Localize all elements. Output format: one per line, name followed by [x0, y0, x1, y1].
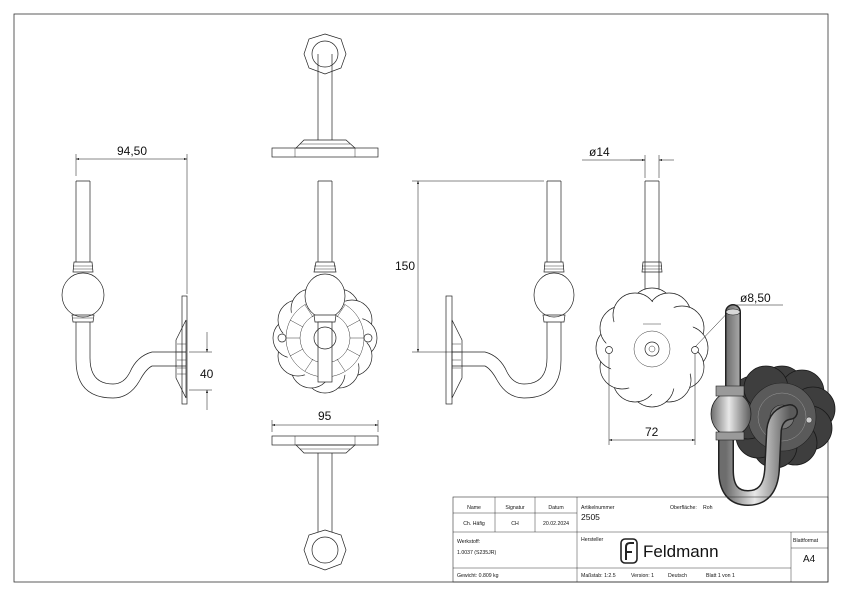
werkstoff-value: 1.0037 (S235JR)	[457, 550, 496, 556]
back-view	[595, 180, 709, 408]
dim-plate-width-label: 95	[318, 409, 332, 423]
hersteller-label: Hersteller	[581, 537, 603, 543]
logo-text: Feldmann	[643, 542, 719, 561]
sprache: Deutsch	[668, 573, 687, 579]
oberflaeche-value: Roh	[703, 505, 713, 511]
version: Version: 1	[631, 573, 654, 579]
col-datum: Datum	[548, 505, 563, 511]
artikelnummer-value: 2505	[581, 512, 600, 522]
oberflaeche-label: Oberfläche:	[670, 505, 697, 511]
title-block	[452, 496, 829, 583]
side-view-left	[61, 180, 188, 405]
dim-plate-width: 95	[271, 409, 379, 432]
rosette-back	[595, 287, 709, 408]
dim-hole-diameter-label: ø8,50	[740, 291, 771, 305]
sheet-border	[13, 13, 829, 583]
werkstoff-label: Werkstoff:	[457, 539, 480, 545]
blattformat-value: A4	[803, 554, 816, 565]
dim-height: 150	[395, 180, 544, 353]
col-signatur: Signatur	[505, 505, 525, 511]
gewicht: Gewicht: 0.809 kg	[457, 573, 499, 579]
signatur-value: CH	[511, 521, 519, 527]
artikelnummer-label: Artikelnummer	[581, 505, 615, 511]
side-view-right	[445, 180, 575, 405]
top-view	[271, 33, 379, 158]
dim-plate-height: 40	[189, 332, 214, 410]
col-name: Name	[467, 505, 481, 511]
bottom-view	[271, 435, 379, 571]
datum-value: 20.02.2024	[543, 521, 569, 527]
dim-width-top-label: 94,50	[117, 144, 147, 158]
front-view	[272, 180, 378, 394]
dim-height-label: 150	[395, 259, 415, 273]
massstab: Maßstab: 1:2.5	[581, 573, 616, 579]
blattformat-label: Blattformat	[793, 538, 819, 544]
dim-plate-width-front: 72	[608, 354, 696, 445]
dim-rod-diameter-label: ø14	[589, 145, 610, 159]
name-value: Ch. Häfig	[463, 521, 485, 527]
dim-width-top: 94,50	[75, 144, 188, 294]
blatt: Blatt 1 von 1	[706, 573, 735, 579]
feldmann-logo: Feldmann	[620, 538, 719, 564]
dim-plate-height-label: 40	[200, 367, 214, 381]
dim-plate-width-front-label: 72	[645, 425, 659, 439]
dim-rod-diameter: ø14	[582, 145, 674, 178]
isometric-preview	[710, 304, 836, 507]
